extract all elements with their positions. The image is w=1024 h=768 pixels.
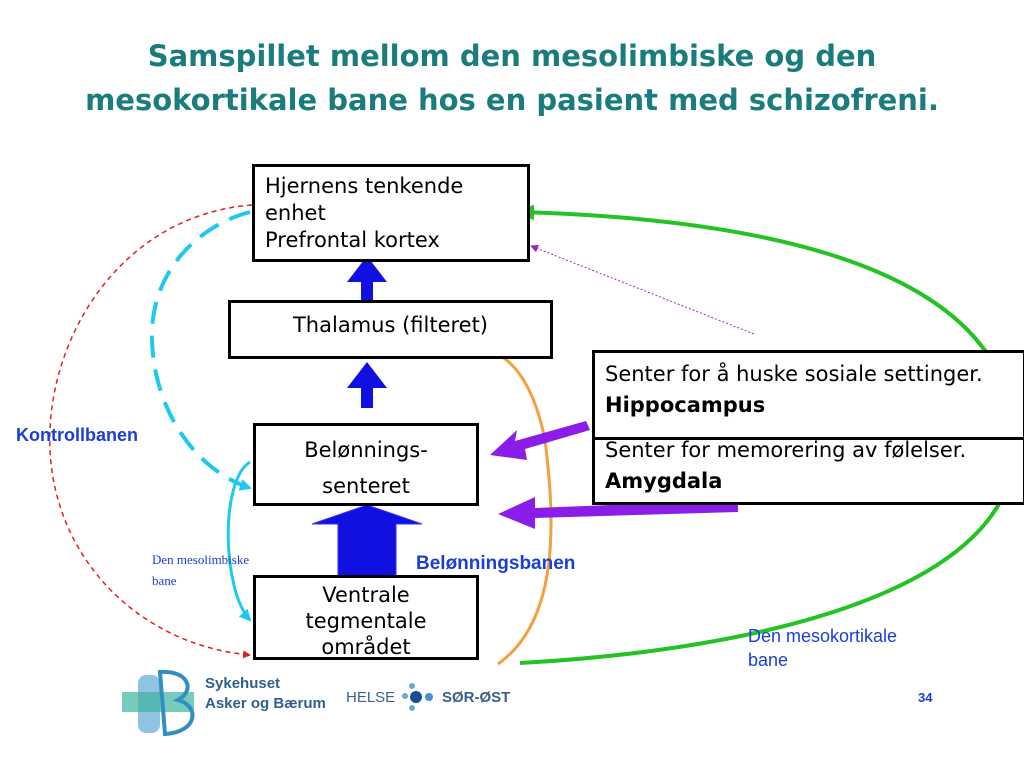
arrow-vta-to-reward — [311, 504, 423, 577]
node-vta: Ventrale tegmentale området — [253, 575, 479, 660]
label-kontrollbanen: Kontrollbanen — [16, 425, 138, 445]
vta-line-2: tegmentale — [305, 609, 427, 633]
amygdala-bold: Amygdala — [605, 469, 723, 493]
arrow-amygdala-to-reward — [498, 497, 738, 529]
vta-line-1: Ventrale — [322, 583, 410, 607]
arrow-thalamus-to-pfc — [347, 256, 387, 300]
thalamus-label: Thalamus (filteret) — [292, 313, 489, 337]
helse-logo-left: HELSE — [346, 689, 396, 706]
prefrontal-line-3: Prefrontal kortex — [265, 228, 440, 252]
title-line-1: Samspillet mellom den mesolimbiske og de… — [147, 39, 877, 73]
node-hippocampus: Senter for å huske sosiale settinger. Hi… — [592, 350, 1024, 440]
hippocampus-text: Senter for å huske sosiale settinger. — [605, 362, 983, 386]
prefrontal-line-1: Hjernens tenkende — [265, 174, 464, 198]
label-mesolimbic: Den mesolimbiske bane — [152, 549, 282, 591]
logo1-line-2: Asker og Bærum — [205, 695, 326, 712]
node-reward-center: Belønnings- senteret — [253, 423, 479, 506]
sykehuset-logo-text: Sykehuset Asker og Bærum — [205, 674, 326, 714]
page-number: 34 — [918, 690, 933, 705]
mesocortical-line-1: Den mesokortikale — [748, 626, 898, 646]
amygdala-text: Senter for memorering av følelser. — [605, 438, 967, 462]
hippocampus-dotted-line — [530, 244, 755, 335]
mesocortical-line-2: bane — [748, 650, 789, 670]
node-thalamus: Thalamus (filteret) — [228, 300, 553, 359]
hippocampus-bold: Hippocampus — [605, 393, 766, 417]
vta-line-3: området — [321, 635, 411, 659]
reward-line-1: Belønnings- — [304, 438, 428, 462]
mesolimbic-path — [226, 460, 252, 622]
reward-path — [480, 344, 553, 666]
node-prefrontal: Hjernens tenkende enhet Prefrontal korte… — [252, 164, 530, 262]
title-line-2: mesokortikale bane hos en pasient med sc… — [85, 83, 939, 117]
label-mesocortical: Den mesokortikale bane — [748, 624, 988, 672]
arrow-reward-to-thalamus — [347, 362, 387, 408]
mesolimbic-line-2: bane — [152, 573, 177, 588]
reward-line-2: senteret — [322, 474, 410, 498]
mesolimbic-line-1: Den mesolimbiske — [152, 552, 250, 567]
prefrontal-line-2: enhet — [265, 201, 326, 225]
page-title: Samspillet mellom den mesolimbiske og de… — [0, 34, 1024, 122]
red-dashed-arc — [49, 204, 253, 659]
label-belonningsbanen: Belønningsbanen — [416, 553, 576, 574]
kontrollbanen-path — [149, 210, 252, 491]
arrow-hippocampus-to-reward — [490, 421, 590, 460]
helse-logo-right: SØR-ØST — [442, 689, 511, 706]
logo1-line-1: Sykehuset — [205, 675, 281, 692]
